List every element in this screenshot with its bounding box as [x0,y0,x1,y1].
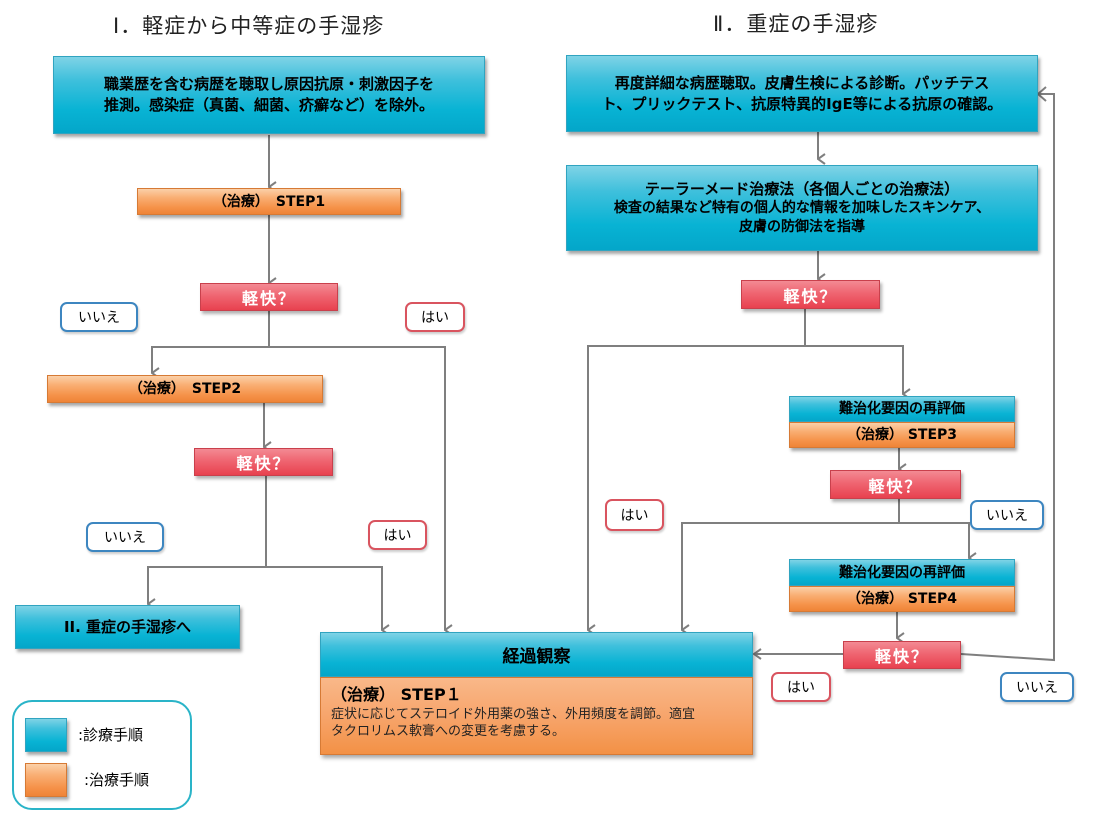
arrow-loop-head [1036,86,1047,102]
legend-label-diagnosis: :診療手順 [78,726,144,744]
legend-swatch-treatment [25,763,67,797]
legend-swatch-diagnosis [25,718,67,752]
observation-title: 経過観察 [320,632,753,677]
observation-step: （治療） STEP１ [331,685,462,704]
tailormade-treatment-box: テーラーメード治療法（各個人ごとの治療法） 検査の結果など特有の個人的な情報を加… [566,165,1038,251]
diagnosis-line: 職業歴を含む病歴を聴取し原因抗原・刺激因子を [103,75,434,93]
reevaluation-box: 難治化要因の再評価 [789,396,1015,422]
observation-box: 経過観察 （治療） STEP１ 症状に応じてステロイド外用薬の強さ、外用頻度を調… [320,632,753,755]
arrow-q1-no [151,346,269,373]
tailormade-line: 検査の結果など特有の個人的な情報を加味したスキンケア、 [613,199,991,216]
diagnosis-box-severe: 再度詳細な病歴聴取。皮膚生検による診断。パッチテス ト、プリックテスト、抗原特異… [566,55,1038,132]
no-label: いいえ [1000,672,1074,702]
treatment-step1-box: （治療） STEP1 [137,188,401,215]
treatment-step4-box: （治療） STEP4 [789,586,1015,612]
arrow-q2b-yes [681,522,899,630]
reevaluation-box: 難治化要因の再評価 [789,559,1015,586]
treatment-step2-box: （治療） STEP2 [47,375,323,403]
arrow-q2-no [147,566,266,604]
no-label: いいえ [86,522,164,552]
observation-text-line: 症状に応じてステロイド外用薬の強さ、外用頻度を調節。適宜 [331,707,696,722]
diagnosis-box-mild: 職業歴を含む病歴を聴取し原因抗原・刺激因子を 推測。感染症（真菌、細菌、疥癬など… [53,56,485,134]
arrow-q3-no-loop [960,93,1055,662]
treatment-step3-box: （治療） STEP3 [789,422,1015,448]
legend-label-treatment: :治療手順 [84,771,150,789]
question-box: 軽快？ [843,641,961,669]
question-box: 軽快？ [194,448,333,476]
no-label: いいえ [970,500,1044,530]
diagnosis-line: 推測。感染症（真菌、細菌、疥癬など）を除外。 [103,96,434,114]
question-box: 軽快？ [830,470,961,499]
tailormade-title: テーラーメード治療法（各個人ごとの治療法） [644,179,960,198]
section1-title: Ⅰ．軽症から中等症の手湿疹 [113,14,385,38]
arrow-q2-yes [266,566,382,630]
legend: :診療手順 :治療手順 [12,700,192,810]
arrow-q1b-yes [587,345,805,630]
yes-label: はい [405,302,465,332]
arrow-q1b-no [805,345,903,394]
observation-treatment: （治療） STEP１ 症状に応じてステロイド外用薬の強さ、外用頻度を調節。適宜 … [320,677,753,755]
question-box: 軽快？ [200,283,338,311]
no-label: いいえ [60,302,138,332]
arrow-q1-yes [269,346,445,630]
diagnosis-line: 再度詳細な病歴聴取。皮膚生検による診断。パッチテス [614,73,990,92]
question-box: 軽快？ [741,280,880,309]
section2-title: Ⅱ．重症の手湿疹 [713,12,879,36]
yes-label: はい [771,672,831,702]
diagnosis-line: ト、プリックテスト、抗原特異的IgE等による抗原の確認。 [601,94,1003,113]
yes-label: はい [368,520,427,550]
arrow-q2b-no [899,522,969,558]
to-severe-box[interactable]: II. 重症の手湿疹へ [15,605,240,649]
tailormade-line: 皮膚の防御法を指導 [739,218,865,235]
observation-text-line: タクロリムス軟膏への変更を考慮する。 [331,724,566,739]
yes-label: はい [605,499,664,531]
